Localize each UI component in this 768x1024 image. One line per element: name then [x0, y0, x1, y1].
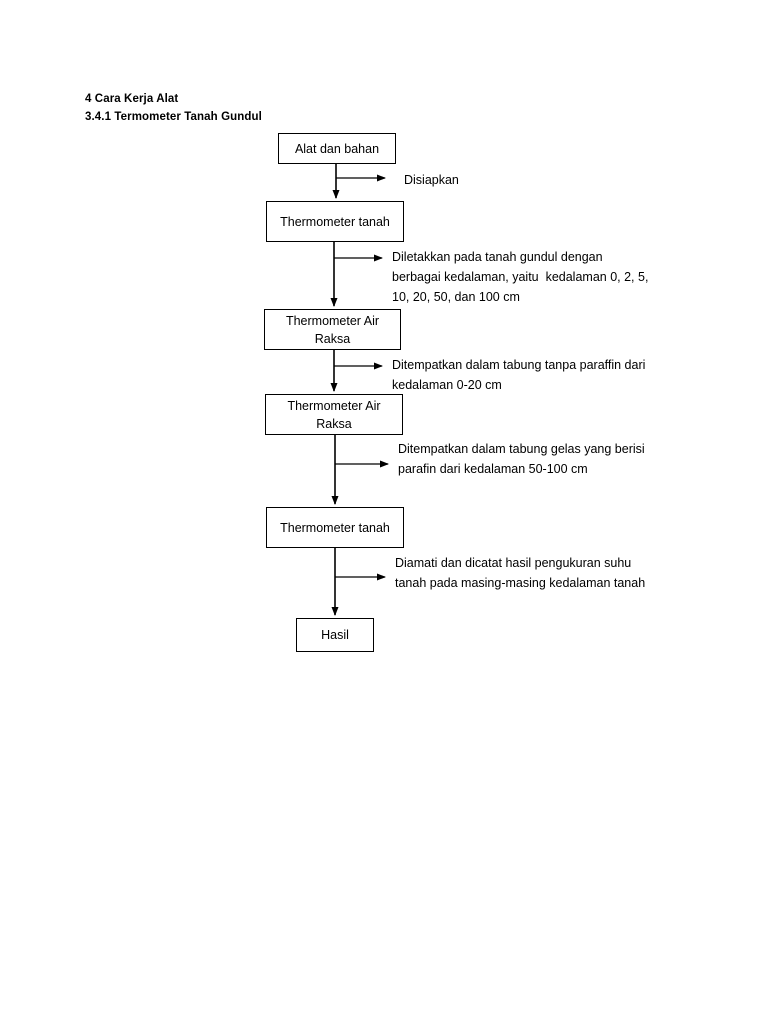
flow-node-label: Thermometer Air Raksa	[285, 313, 380, 346]
connector-1	[332, 164, 386, 199]
flow-node-alat-dan-bahan[interactable]: Alat dan bahan	[278, 133, 396, 164]
connector-4	[331, 435, 389, 505]
flow-edge-label-tabung-tanpa-parafin: Ditempatkan dalam tabung tanpa paraffin …	[392, 358, 646, 392]
section-subtitle: 3.4.1 Termometer Tanah Gundul	[85, 111, 262, 123]
connector-2	[330, 242, 383, 307]
flow-node-thermometer-tanah-1[interactable]: Thermometer tanah	[266, 201, 404, 242]
connector-5	[331, 548, 386, 616]
page-title: 4 Cara Kerja Alat	[85, 93, 179, 105]
connector-3	[330, 350, 383, 392]
flow-node-label: Thermometer Air Raksa	[287, 398, 381, 431]
flow-node-thermometer-air-raksa-2[interactable]: Thermometer Air Raksa	[265, 394, 403, 435]
flow-node-label: Alat dan bahan	[294, 141, 380, 156]
flow-edge-label-diamati-dicatat: Diamati dan dicatat hasil pengukuran suh…	[395, 556, 646, 590]
flow-node-label: Thermometer tanah	[280, 214, 390, 229]
flow-node-label: Hasil	[321, 628, 349, 642]
flow-edge-label-tabung-gelas-parafin: Ditempatkan dalam tabung gelas yang beri…	[398, 442, 645, 476]
flow-edge-label-disiapkan: Disiapkan	[404, 173, 459, 187]
flow-node-hasil[interactable]: Hasil	[296, 618, 374, 652]
flow-edge-label-diletakkan: Diletakkan pada tanah gundul dengan berb…	[392, 250, 649, 304]
flow-node-thermometer-air-raksa-1[interactable]: Thermometer Air Raksa	[264, 309, 401, 350]
flow-node-label: Thermometer tanah	[280, 520, 390, 535]
flow-node-thermometer-tanah-2[interactable]: Thermometer tanah	[266, 507, 404, 548]
